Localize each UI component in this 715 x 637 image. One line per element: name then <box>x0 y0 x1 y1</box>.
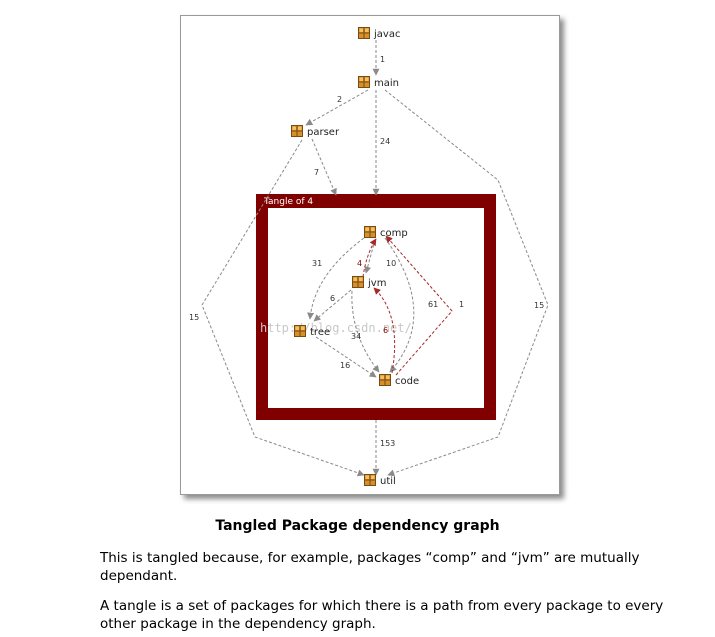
node-main[interactable]: main <box>358 76 400 90</box>
dependency-graph: Tangle of 4 http://blog.csdn.net/ 1 2 24… <box>189 27 549 488</box>
edge-label-comp-tree: 31 <box>312 259 322 268</box>
node-label-tree: tree <box>310 327 330 338</box>
node-label-comp: comp <box>380 228 408 239</box>
package-icon <box>364 226 376 238</box>
package-icon <box>291 125 303 137</box>
edge-label-main-util: 15 <box>534 301 544 310</box>
edge-parser-util <box>201 139 365 477</box>
package-icon <box>379 374 391 386</box>
description-paragraph-2: A tangle is a set of packages for which … <box>100 598 664 632</box>
node-parser[interactable]: parser <box>291 125 340 139</box>
node-label-javac: javac <box>373 29 400 40</box>
node-label-jvm: jvm <box>367 278 386 289</box>
node-javac[interactable]: javac <box>358 27 401 41</box>
edge-label-comp-code: 61 <box>428 300 438 309</box>
edge-label-javac-main: 1 <box>380 55 385 64</box>
node-comp[interactable]: comp <box>364 226 408 240</box>
edge-label-comp-jvm: 10 <box>386 259 396 268</box>
package-icon <box>352 276 364 288</box>
node-label-main: main <box>374 78 399 89</box>
edge-label-parser-tangle: 7 <box>314 168 319 177</box>
edge-label-jvm-code: 34 <box>351 332 361 341</box>
node-jvm[interactable]: jvm <box>352 276 387 290</box>
edge-label-jvm-tree: 6 <box>330 294 335 303</box>
edge-code-comp <box>385 235 453 376</box>
edge-code-jvm <box>373 287 396 374</box>
tangle-title: Tangle of 4 <box>263 197 313 207</box>
caption-title: Tangled Package dependency graph <box>215 518 500 534</box>
package-icon <box>358 27 370 39</box>
edge-label-code-jvm: 6 <box>383 326 388 335</box>
edge-tree-code <box>315 336 377 378</box>
node-label-parser: parser <box>307 127 340 138</box>
edge-comp-code <box>384 237 415 373</box>
node-util[interactable]: util <box>364 474 396 488</box>
edge-jvm-comp <box>362 238 377 278</box>
edge-jvm-tree <box>313 289 352 322</box>
edge-label-main-tangle: 24 <box>380 137 390 146</box>
package-icon <box>294 325 306 337</box>
package-icon <box>364 474 376 486</box>
package-icon <box>358 76 370 88</box>
node-code[interactable]: code <box>379 374 420 388</box>
edge-label-parser-util: 15 <box>189 313 199 322</box>
edge-label-tangle-util: 153 <box>380 439 395 448</box>
watermark: http://blog.csdn.net/ <box>260 321 412 335</box>
node-tree[interactable]: tree <box>294 325 331 339</box>
edge-parser-tangle <box>311 138 337 196</box>
edge-label-tree-code: 16 <box>340 361 350 370</box>
edge-comp-tree <box>307 237 365 320</box>
node-label-code: code <box>395 376 419 387</box>
node-label-util: util <box>380 476 396 487</box>
edge-label-main-parser: 2 <box>337 95 342 104</box>
edge-main-parser <box>305 89 369 126</box>
edge-jvm-code <box>351 290 380 373</box>
edge-label-jvm-comp: 4 <box>357 259 362 268</box>
edge-main-util <box>384 89 549 477</box>
edge-label-code-comp: 1 <box>459 300 464 309</box>
description-paragraph-1: This is tangled because, for example, pa… <box>100 550 640 584</box>
